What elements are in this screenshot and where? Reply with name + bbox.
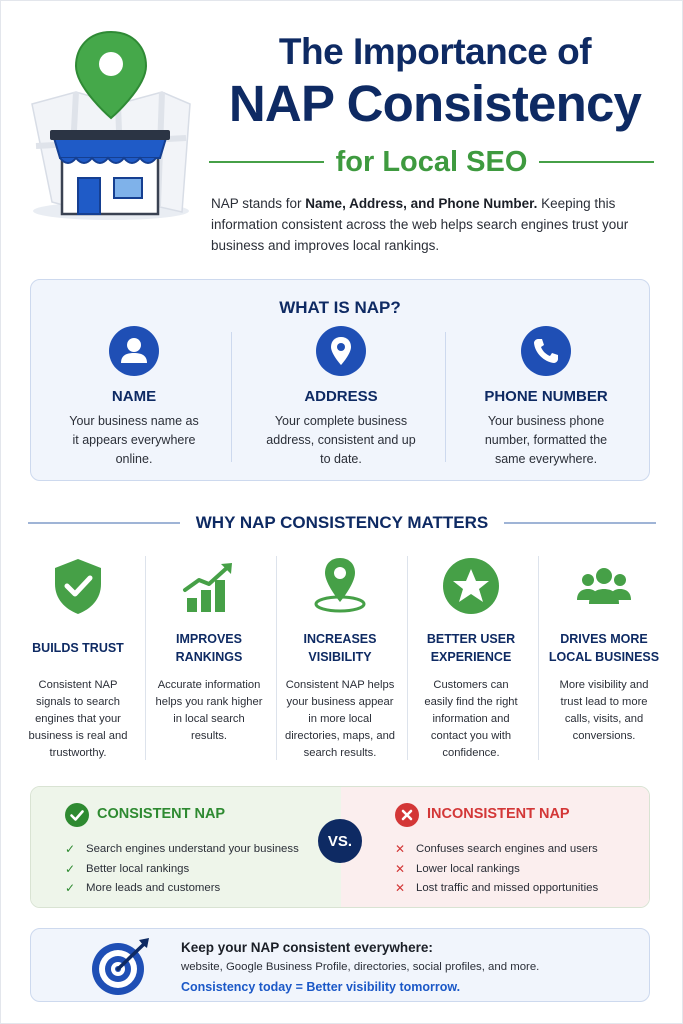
x-icon: ✕ [394, 861, 406, 876]
growth-chart-icon [183, 563, 232, 612]
intro-bold: Name, Address, and Phone Number. [305, 196, 538, 211]
feature-desc: Consistent NAP helps your business appea… [284, 679, 396, 759]
nap-divider [445, 332, 446, 462]
intro-rest: Keeping this information consistent acro… [211, 196, 629, 253]
nap-address-label: ADDRESS [304, 388, 378, 405]
list-item: ✓ More leads and customers [63, 879, 299, 899]
page-title: The Importance of NAP Consistency [205, 30, 665, 134]
nap-phone-desc: Your business phone number, formatted th… [484, 414, 608, 466]
nap-divider [231, 332, 232, 462]
footer-tagline: Consistency today = Better visibility to… [181, 980, 461, 994]
feature-label: BETTER USER EXPERIENCE [426, 632, 516, 664]
list-item-text: Lower local rankings [416, 862, 520, 875]
list-item-text: More leads and customers [86, 882, 221, 894]
subtitle: for Local SEO [335, 145, 528, 178]
list-item: ✓ Search engines understand your business [63, 840, 299, 860]
subtitle-row: for Local SEO [209, 145, 655, 179]
list-item-text: Search engines understand your business [86, 843, 299, 855]
nap-phone-label: PHONE NUMBER [484, 388, 608, 405]
feature-builds-trust: BUILDS TRUST Consistent NAP signals to s… [14, 556, 142, 762]
feature-divider [145, 556, 146, 760]
consistent-nap-panel: CONSISTENT NAP ✓ Search engines understan… [31, 787, 341, 907]
nap-name-label: NAME [111, 388, 157, 405]
people-icon [577, 568, 631, 604]
x-circle-icon [395, 803, 419, 827]
check-circle-icon [65, 803, 89, 827]
star-icon [443, 558, 499, 614]
feature-divider [276, 556, 277, 760]
check-icon: ✓ [64, 842, 76, 856]
feature-label: INCREASES VISIBILITY [303, 632, 377, 664]
title-line-2: NAP Consistency [228, 75, 642, 132]
feature-divider [538, 556, 539, 760]
storefront-map-illustration [31, 30, 191, 220]
feature-increases-visibility: INCREASES VISIBILITY Consistent NAP help… [276, 556, 404, 762]
consistent-nap-title: CONSISTENT NAP [97, 806, 226, 822]
why-rule-left [28, 522, 180, 524]
feature-desc: Customers can easily find the right info… [424, 679, 518, 759]
inconsistent-nap-list: ✕ Confuses search engines and users ✕ Lowe… [393, 840, 598, 899]
feature-drives-local-business: DRIVES MORE LOCAL BUSINESS More visibili… [540, 556, 668, 745]
check-icon: ✓ [64, 861, 76, 876]
x-icon: ✕ [394, 881, 406, 895]
list-item: ✕ Confuses search engines and users [393, 840, 598, 860]
intro-prefix: NAP stands for [211, 196, 306, 211]
list-item: ✕ Lower local rankings [393, 860, 598, 880]
why-title: WHY NAP CONSISTENCY MATTERS [195, 513, 489, 532]
feature-better-user-experience: BETTER USER EXPERIENCE Customers can eas… [407, 556, 535, 762]
person-icon [109, 326, 159, 376]
feature-improves-rankings: IMPROVES RANKINGS Accurate information h… [145, 556, 273, 745]
check-icon: ✓ [64, 881, 76, 895]
why-heading-row: WHY NAP CONSISTENCY MATTERS [28, 510, 656, 536]
footer-heading: Keep your NAP consistent everywhere: [181, 940, 433, 955]
why-rule-right [504, 522, 656, 524]
nap-name-desc: Your business name as it appears everywh… [69, 414, 199, 466]
feature-desc: Consistent NAP signals to search engines… [28, 679, 128, 759]
feature-label: IMPROVES RANKINGS [175, 632, 243, 664]
feature-desc: More visibility and trust lead to more c… [559, 679, 649, 742]
footer-banner: Keep your NAP consistent everywhere: web… [30, 928, 650, 1002]
intro-text: NAP stands for Name, Address, and Phone … [211, 193, 651, 256]
feature-desc: Accurate information helps you rank high… [155, 679, 263, 742]
shield-check-icon [55, 559, 101, 614]
nap-phone: PHONE NUMBER Your business phone number,… [443, 326, 649, 469]
list-item-text: Confuses search engines and users [416, 843, 598, 855]
list-item-text: Better local rankings [86, 862, 190, 875]
consistent-nap-list: ✓ Search engines understand your business… [63, 840, 299, 899]
map-pin-icon [314, 558, 366, 613]
feature-label: BUILDS TRUST [32, 641, 124, 655]
x-icon: ✕ [394, 842, 406, 856]
list-item-text: Lost traffic and missed opportunities [416, 882, 599, 894]
subtitle-rule-right [539, 161, 655, 163]
subtitle-rule-left [209, 161, 324, 163]
feature-divider [407, 556, 408, 760]
vs-badge: VS. [318, 819, 362, 863]
nap-name: NAME Your business name as it appears ev… [31, 326, 237, 469]
feature-label: DRIVES MORE LOCAL BUSINESS [548, 632, 660, 664]
inconsistent-nap-panel: INCONSISTENT NAP ✕ Confuses search engine… [341, 787, 649, 907]
title-line-1: The Importance of [278, 31, 592, 72]
target-icon [92, 938, 149, 995]
comparison-panel: CONSISTENT NAP ✓ Search engines understan… [30, 786, 650, 908]
footer-text: website, Google Business Profile, direct… [181, 961, 540, 973]
nap-address-desc: Your complete business address, consiste… [266, 414, 416, 466]
list-item: ✓ Better local rankings [63, 860, 299, 880]
what-is-nap-title: WHAT IS NAP? [279, 298, 401, 317]
location-pin-icon [316, 326, 366, 376]
phone-icon [521, 326, 571, 376]
list-item: ✕ Lost traffic and missed opportunities [393, 879, 598, 899]
inconsistent-nap-title: INCONSISTENT NAP [427, 806, 570, 822]
nap-address: ADDRESS Your complete business address, … [238, 326, 444, 469]
what-is-nap-panel: WHAT IS NAP? NAME Your business name as … [30, 279, 650, 481]
